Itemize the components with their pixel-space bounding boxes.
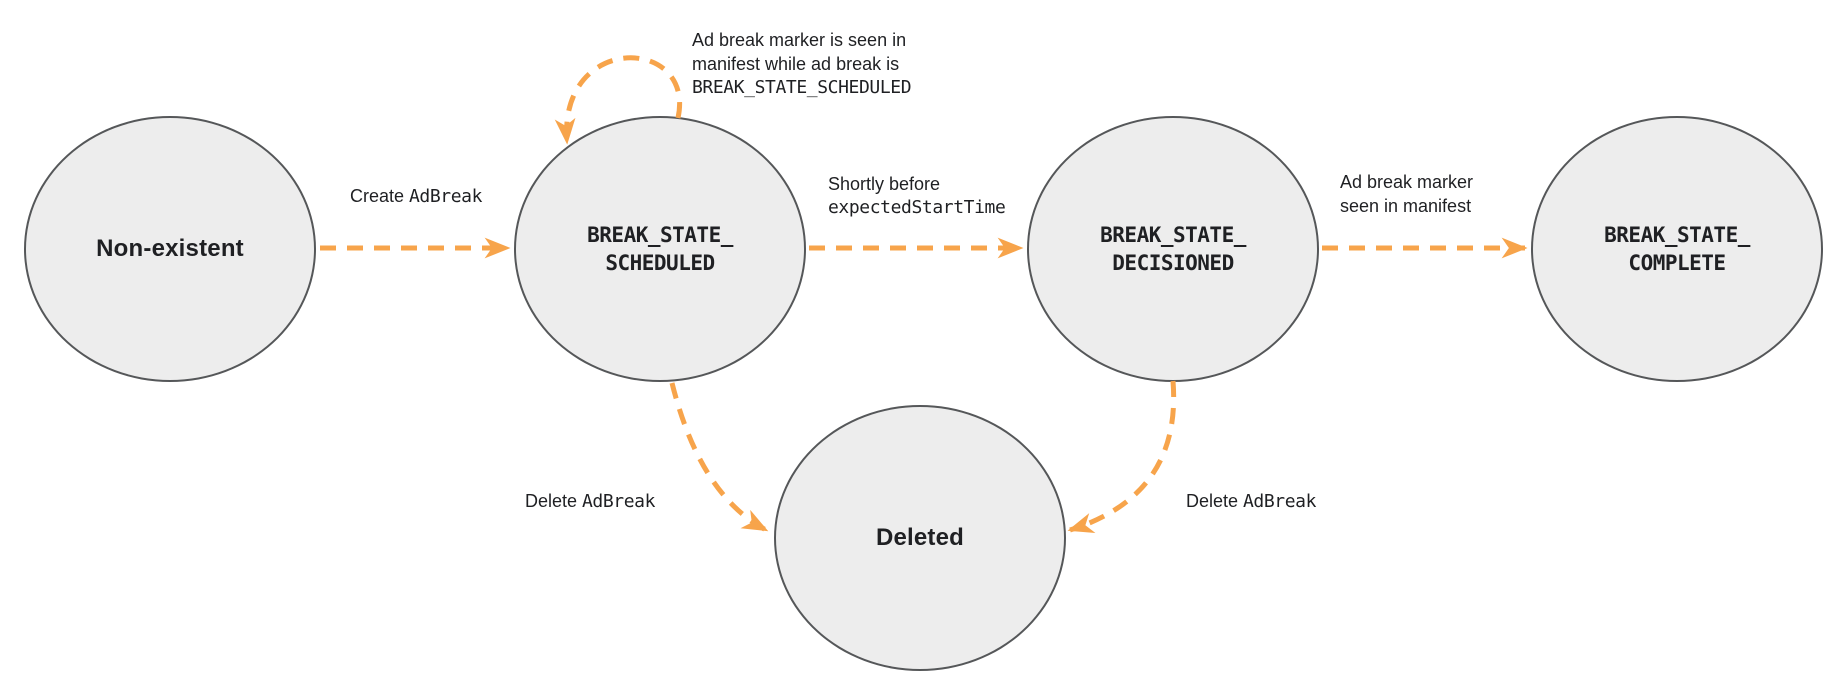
edge-label-self-loop-line2: manifest while ad break is [692, 54, 900, 74]
edge-label-shortly-before: Shortly before expectedStartTime [828, 172, 1006, 220]
edge-label-shortly-before-code: expectedStartTime [828, 197, 1006, 218]
edge-label-delete-left-text: Delete [524, 491, 577, 511]
edge-label-marker-seen-line1: Ad break marker [1340, 172, 1474, 192]
state-node-deleted: Deleted [774, 405, 1066, 671]
edge-label-shortly-before-text: Shortly before [828, 174, 941, 194]
edge-label-delete-left-code: AdBreak [581, 491, 656, 512]
state-node-non-existent: Non-existent [24, 116, 316, 382]
edge-label-self-loop: Ad break marker is seen in manifest whil… [692, 28, 912, 100]
edge-label-self-loop-line1: Ad break marker is seen in [692, 30, 907, 50]
state-node-break-state-scheduled: BREAK_STATE_ SCHEDULED [514, 116, 806, 382]
edge-label-create-adbreak-text: Create [349, 186, 404, 206]
edge-label-marker-seen: Ad break marker seen in manifest [1340, 170, 1473, 218]
edge-label-marker-seen-line2: seen in manifest [1340, 196, 1472, 216]
edge-label-create-adbreak-code: AdBreak [408, 186, 483, 207]
edge-label-delete-right-code: AdBreak [1242, 491, 1317, 512]
edge-label-delete-adbreak-left: Delete AdBreak [525, 489, 655, 514]
state-label-non-existent: Non-existent [96, 235, 244, 262]
state-node-break-state-decisioned: BREAK_STATE_ DECISIONED [1027, 116, 1319, 382]
state-label-break-state-scheduled: BREAK_STATE_ SCHEDULED [587, 222, 733, 275]
state-label-break-state-complete: BREAK_STATE_ COMPLETE [1604, 222, 1750, 275]
edge-label-delete-right-text: Delete [1185, 491, 1238, 511]
state-label-deleted: Deleted [875, 524, 965, 551]
state-node-break-state-complete: BREAK_STATE_ COMPLETE [1531, 116, 1823, 382]
edge-label-delete-adbreak-right: Delete AdBreak [1186, 489, 1316, 514]
edge-decisioned-to-deleted-arrow [1067, 380, 1177, 533]
edge-label-create-adbreak: Create AdBreak [350, 184, 482, 209]
edge-scheduled-to-deleted-arrow [669, 382, 769, 533]
edge-label-self-loop-code: BREAK_STATE_SCHEDULED [692, 77, 912, 98]
state-label-break-state-decisioned: BREAK_STATE_ DECISIONED [1100, 222, 1246, 275]
